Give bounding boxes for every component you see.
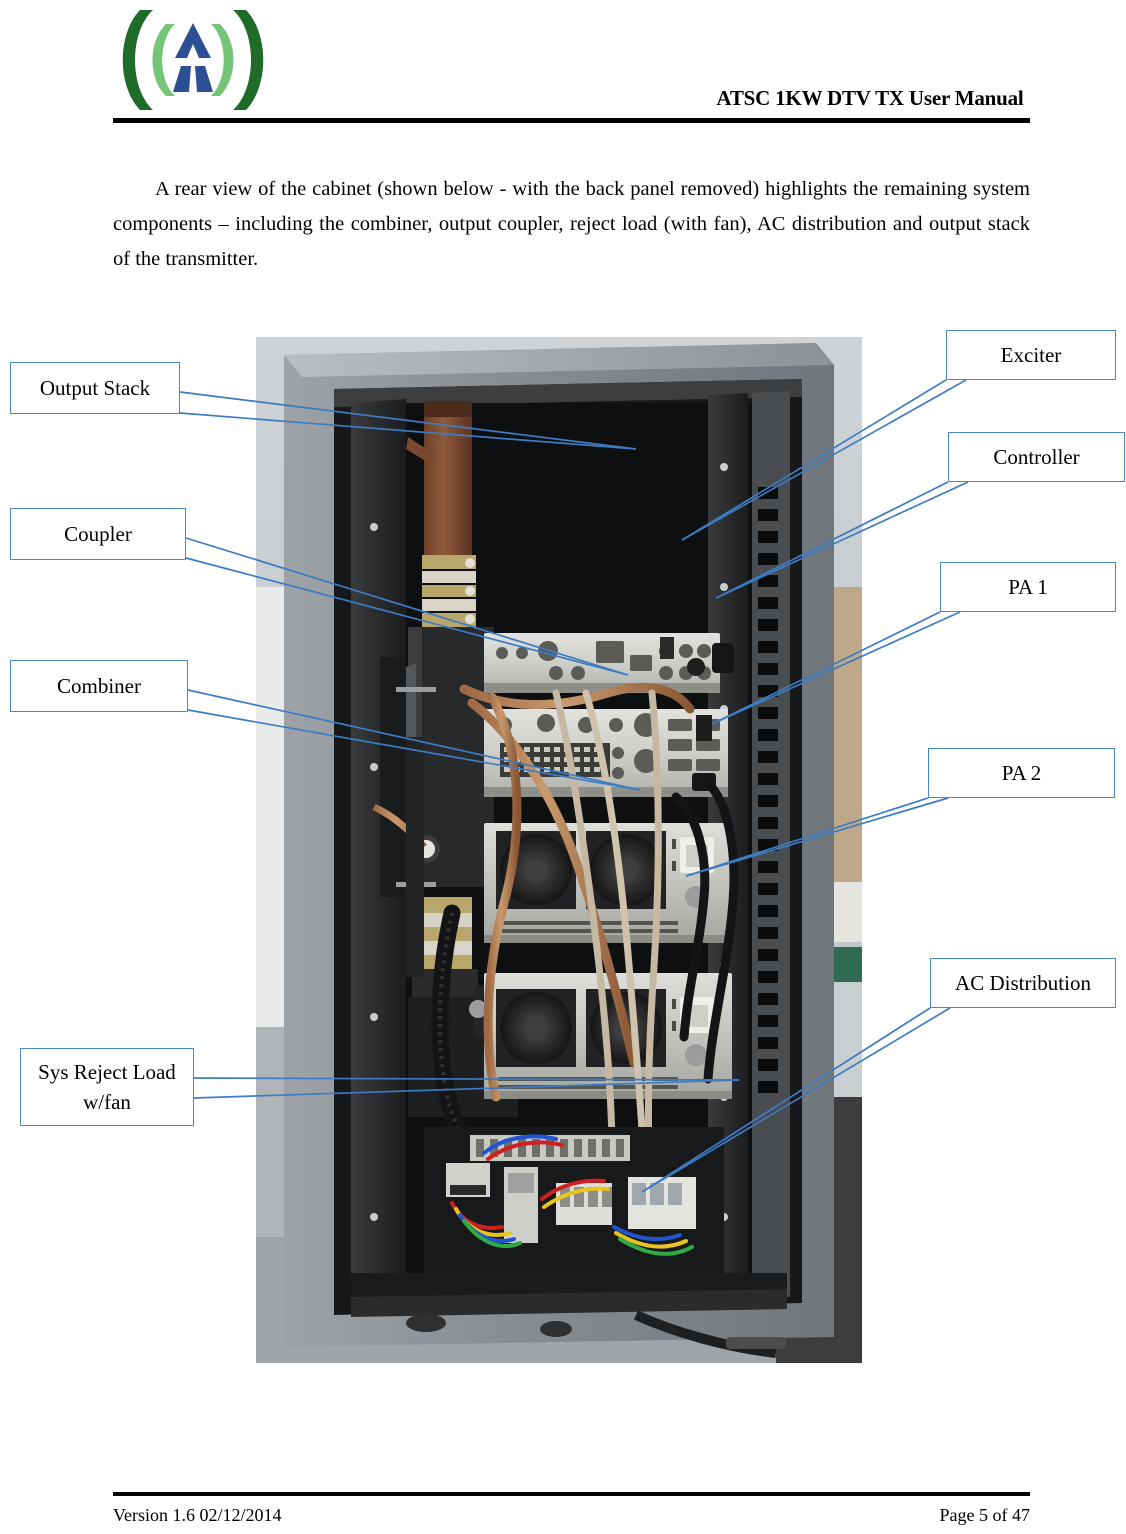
broadcast-antenna-logo: [113, 6, 273, 114]
logo-letter-a-top: [175, 23, 211, 58]
figure-transmitter-rear-view: Output Stack Coupler Combiner Sys Reject…: [0, 330, 1126, 1390]
logo-letter-a-leg-left: [173, 66, 191, 92]
intro-paragraph: A rear view of the cabinet (shown below …: [113, 172, 1030, 277]
logo-svg: [122, 10, 264, 110]
callout-output-stack-label: Output Stack: [39, 376, 151, 400]
footer-divider: [113, 1492, 1030, 1496]
floor-bracket: [726, 1337, 786, 1349]
caster-mid: [540, 1321, 572, 1337]
exciter-power-connector: [712, 643, 734, 673]
callout-coupler-label: Coupler: [64, 522, 132, 546]
callout-pa-2[interactable]: PA 2: [928, 748, 1115, 798]
callout-sys-reject-load-label: Sys Reject Load w/fan: [38, 1060, 176, 1114]
exciter-unit: [484, 633, 734, 693]
callout-exciter[interactable]: Exciter: [946, 330, 1116, 380]
callout-coupler[interactable]: Coupler: [10, 508, 186, 560]
floor-cable: [633, 1310, 777, 1358]
logo-arc-outer-right: [233, 10, 264, 110]
page-header: ATSC 1KW DTV TX User Manual: [0, 0, 1126, 130]
ac-wiring: [450, 1134, 694, 1256]
header-divider: [113, 118, 1030, 123]
footer-page-number: Page 5 of 47: [939, 1505, 1030, 1525]
photo-svg: [256, 337, 862, 1363]
coupler-bracket: [380, 657, 406, 897]
output-stack-cap: [424, 401, 472, 417]
callout-pa-2-label: PA 2: [1001, 761, 1042, 785]
callout-pa-1-label: PA 1: [1008, 575, 1048, 599]
pa-1-louvres: [498, 921, 678, 933]
callout-ac-distribution[interactable]: AC Distribution: [930, 958, 1116, 1008]
photo-bg-left-wall: [256, 587, 286, 1027]
callout-output-stack[interactable]: Output Stack: [10, 362, 180, 414]
logo-arc-inner-left: [152, 24, 175, 96]
callout-combiner-label: Combiner: [57, 674, 141, 698]
callout-pa-1[interactable]: PA 1: [940, 562, 1116, 612]
paragraph-text: A rear view of the cabinet (shown below …: [113, 178, 1030, 270]
logo-arc-inner-right: [211, 24, 234, 96]
cabinet-top: [284, 343, 834, 377]
logo-arc-outer-left: [122, 10, 153, 110]
coupler-assembly: [372, 627, 494, 901]
transmitter-cabinet-photo: [256, 337, 862, 1363]
pa-2-rf-connector: [685, 1044, 707, 1066]
callout-exciter-label: Exciter: [1000, 343, 1062, 367]
output-stack-ring-2: [422, 599, 476, 611]
callout-controller[interactable]: Controller: [948, 432, 1125, 482]
document-title: ATSC 1KW DTV TX User Manual: [716, 86, 1024, 110]
logo-letter-a-leg-right: [195, 66, 213, 92]
pa-1-module: [484, 823, 732, 943]
output-stack-ring-1: [422, 571, 476, 583]
callout-sys-reject-load[interactable]: Sys Reject Load w/fan: [20, 1048, 194, 1126]
footer-version: Version 1.6 02/12/2014: [113, 1505, 282, 1525]
ac-distribution-panel: [424, 1127, 724, 1295]
cabinet-base-lip: [351, 1289, 787, 1317]
callout-ac-distribution-label: AC Distribution: [955, 971, 1091, 995]
caster-left: [406, 1314, 446, 1332]
callout-combiner[interactable]: Combiner: [10, 660, 188, 712]
callout-controller-label: Controller: [993, 445, 1080, 469]
output-stack-coax-tube: [424, 407, 472, 557]
